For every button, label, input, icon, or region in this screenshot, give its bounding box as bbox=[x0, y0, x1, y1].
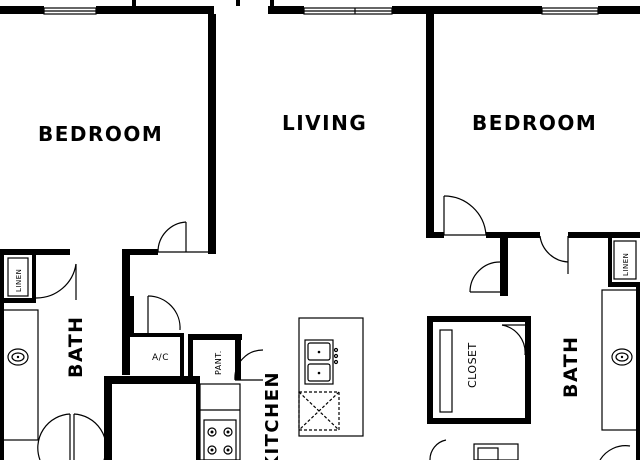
bath-left-label: BATH bbox=[65, 315, 87, 378]
living-label: LIVING bbox=[282, 111, 367, 135]
kitchen-counter bbox=[196, 383, 241, 460]
wall bbox=[486, 232, 540, 238]
appliance bbox=[473, 443, 519, 460]
ac-closet bbox=[130, 295, 184, 379]
wall bbox=[426, 14, 434, 238]
door bbox=[539, 235, 569, 274]
wall bbox=[0, 305, 4, 460]
wall bbox=[104, 376, 112, 460]
closet bbox=[427, 316, 531, 424]
wall bbox=[426, 232, 444, 238]
linen-left-label: LINEN bbox=[15, 269, 23, 292]
door bbox=[37, 413, 107, 460]
wall bbox=[208, 14, 216, 254]
kitchen-island bbox=[298, 317, 364, 437]
pantry-label: PANT. bbox=[214, 350, 223, 375]
bedroom-left-label: BEDROOM bbox=[38, 122, 163, 146]
ac-label: A/C bbox=[152, 353, 169, 363]
vanity-left bbox=[0, 309, 39, 441]
wall bbox=[500, 232, 508, 296]
linen-right-label: LINEN bbox=[622, 253, 630, 276]
bath-right-label: BATH bbox=[560, 335, 582, 398]
bedroom-right-label: BEDROOM bbox=[472, 111, 597, 135]
wall bbox=[132, 0, 136, 6]
linen-closet-left bbox=[0, 255, 36, 305]
kitchen-label: KITCHEN bbox=[262, 371, 283, 460]
stove bbox=[203, 419, 237, 460]
door bbox=[35, 263, 77, 300]
linen-closet-right bbox=[608, 238, 640, 287]
door bbox=[443, 195, 487, 236]
door bbox=[157, 221, 208, 253]
vanity-right bbox=[601, 287, 640, 460]
closet-label: CLOSET bbox=[466, 342, 479, 388]
wall bbox=[0, 249, 70, 255]
door bbox=[599, 445, 631, 460]
wall bbox=[568, 232, 640, 238]
pantry bbox=[188, 334, 264, 381]
wall bbox=[122, 249, 158, 255]
wall bbox=[270, 0, 274, 6]
top-exterior-wall bbox=[0, 6, 640, 14]
window bbox=[43, 7, 97, 15]
dishwasher bbox=[298, 391, 340, 431]
door bbox=[469, 261, 501, 293]
wall bbox=[122, 255, 130, 375]
window bbox=[303, 7, 393, 15]
door bbox=[429, 439, 447, 460]
wall bbox=[236, 0, 240, 6]
wall bbox=[104, 376, 200, 384]
window bbox=[541, 7, 599, 15]
